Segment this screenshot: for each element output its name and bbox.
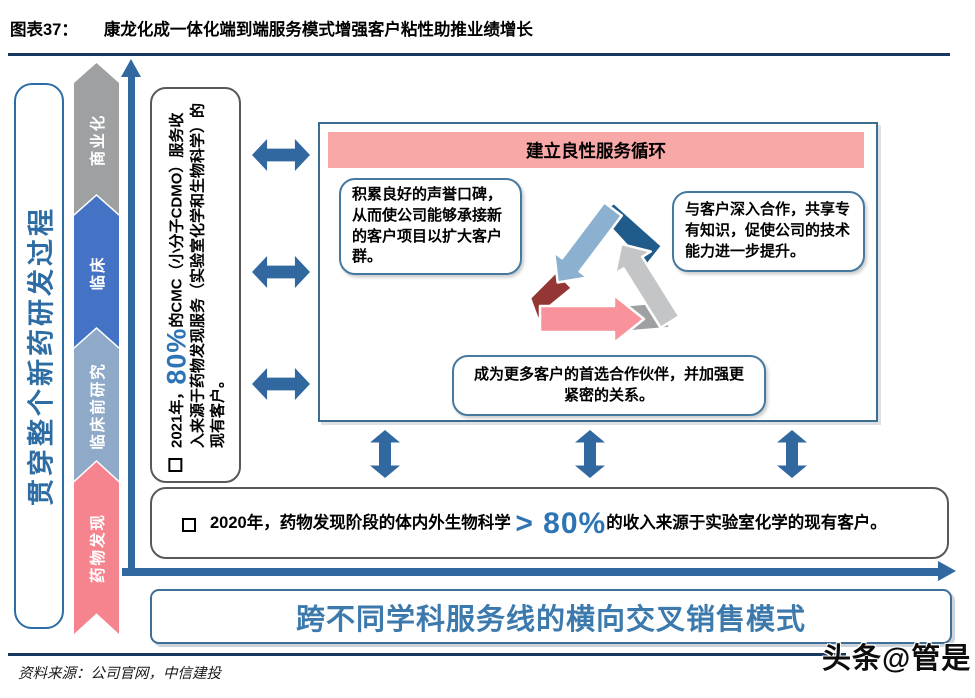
cross-selling-title-box: 跨不同学科服务线的横向交叉销售模式 [150,589,952,644]
partner-note-box: 成为更多客户的首选合作伙伴，并加强更紧密的关系。 [452,355,766,416]
service-cycle-title: 建立良性服务循环 [328,132,864,168]
figure-label: 图表37： [10,21,78,39]
footer-divider [8,653,846,656]
note-2021-content: 2021年，80%的CMC（小分子CDMO）服务收入来源于药物发现服务（实验室化… [160,98,227,472]
stage-chevron: 药物发现 [74,462,119,634]
stage-chevron: 临床前研究 [74,329,119,483]
horizontal-axis-line [122,568,940,576]
double-arrow-vertical-icon [777,430,807,478]
cross-selling-title: 跨不同学科服务线的横向交叉销售模式 [295,603,806,636]
double-arrow-horizontal-icon [252,368,310,400]
stage-label: 药物发现 [89,512,107,584]
note-2020-box: 2020年，药物发现阶段的体内外生物科学 > 80%的收入来源于实验室化学的现有… [150,487,949,559]
note-2021-highlight: 80% [160,327,191,385]
note-2020-highlight: > 80% [515,506,607,540]
stage-label: 商业化 [89,113,107,167]
cooperation-note-box: 与客户深入合作，共享专有知识，促使公司的技术能力进一步提升。 [672,191,865,272]
process-label-box: 贯穿整个新药研发过程 [14,83,64,629]
reputation-note: 积累良好的声誉口碑，从而使公司能够承接新的客户项目以扩大客户群。 [352,186,503,266]
stage-label: 临床 [89,255,107,291]
double-arrow-horizontal-icon [252,139,310,171]
process-label: 贯穿整个新药研发过程 [26,206,57,506]
note-2020-suffix: 的收入来源于实验室化学的现有客户。 [606,513,887,532]
service-cycle-box: 建立良性服务循环 积累良好的声誉口碑，从而使公司能够承接新的客户项目以扩大客户群… [318,122,878,422]
reputation-note-box: 积累良好的声誉口碑，从而使公司能够承接新的客户项目以扩大客户群。 [339,178,522,275]
note-2020-text: 2020年，药物发现阶段的体内外生物科学 > 80%的收入来源于实验室化学的现有… [210,506,887,540]
stage-drug-discovery: 药物发现 [74,462,119,634]
note-2021-text: 2021年，80%的CMC（小分子CDMO）服务收入来源于药物发现服务（实验室化… [160,98,227,448]
recycle-triangle-icon [528,201,681,345]
note-2020-prefix: 2020年，药物发现阶段的体内外生物科学 [210,513,511,532]
figure-header: 图表37： 康龙化成一体化端到端服务模式增强客户粘性助推业绩增长 [10,16,533,40]
checkbox-bullet-icon [182,518,196,532]
checkbox-bullet-icon [167,458,182,472]
figure-title: 康龙化成一体化端到端服务模式增强客户粘性助推业绩增长 [103,21,533,39]
right-arrow-icon [938,561,956,581]
vertical-axis-line [128,76,135,576]
double-arrow-vertical-icon [370,430,400,478]
stage-clinical: 临床 [74,196,119,350]
partner-note: 成为更多客户的首选合作伙伴，并加强更紧密的关系。 [473,365,744,404]
stage-chevron: 商业化 [74,63,119,217]
source-note: 资料来源：公司官网，中信建投 [18,666,221,682]
note-2021-box: 2021年，80%的CMC（小分子CDMO）服务收入来源于药物发现服务（实验室化… [150,87,241,483]
note-2021-prefix: 2021年， [167,384,185,448]
stage-preclinical: 临床前研究 [74,329,119,483]
stage-commercialization: 商业化 [74,63,119,217]
up-arrow-icon [121,59,141,77]
double-arrow-horizontal-icon [252,256,310,288]
stage-chevron: 临床 [74,196,119,350]
header-divider [8,53,950,56]
cooperation-note: 与客户深入合作，共享专有知识，促使公司的技术能力进一步提升。 [685,201,851,260]
watermark: 头条@管是 [822,643,972,675]
stage-label: 临床前研究 [89,362,107,450]
double-arrow-vertical-icon [575,430,605,478]
